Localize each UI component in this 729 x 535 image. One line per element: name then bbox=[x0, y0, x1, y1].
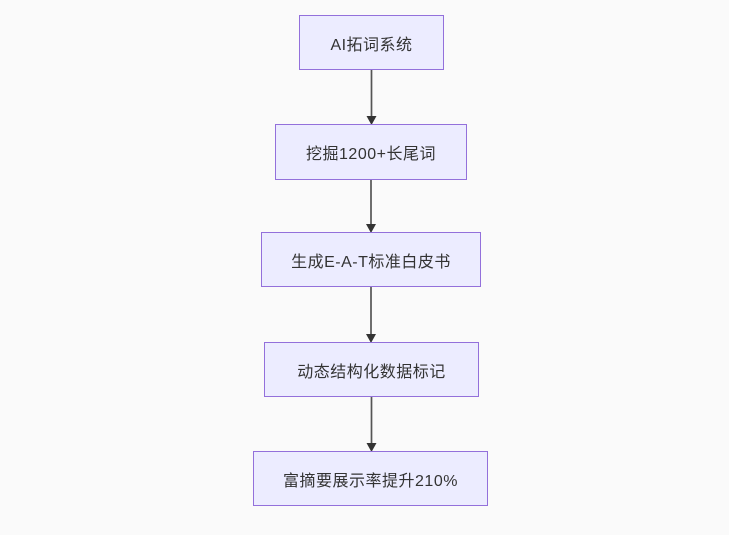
flow-node-longtail-mining: 挖掘1200+长尾词 bbox=[275, 124, 467, 180]
flow-node-label: AI拓词系统 bbox=[330, 36, 413, 54]
flow-node-rich-snippet-result: 富摘要展示率提升210% bbox=[253, 451, 488, 506]
flow-node-structured-data-markup: 动态结构化数据标记 bbox=[264, 342, 479, 397]
flow-node-label: 动态结构化数据标记 bbox=[297, 363, 446, 381]
flow-node-label: 富摘要展示率提升210% bbox=[283, 472, 458, 490]
flow-node-ai-keyword-system: AI拓词系统 bbox=[299, 15, 444, 70]
flow-node-label: 生成E-A-T标准白皮书 bbox=[291, 253, 451, 271]
flow-node-label: 挖掘1200+长尾词 bbox=[306, 146, 436, 163]
flow-node-eat-whitepaper: 生成E-A-T标准白皮书 bbox=[261, 232, 481, 287]
